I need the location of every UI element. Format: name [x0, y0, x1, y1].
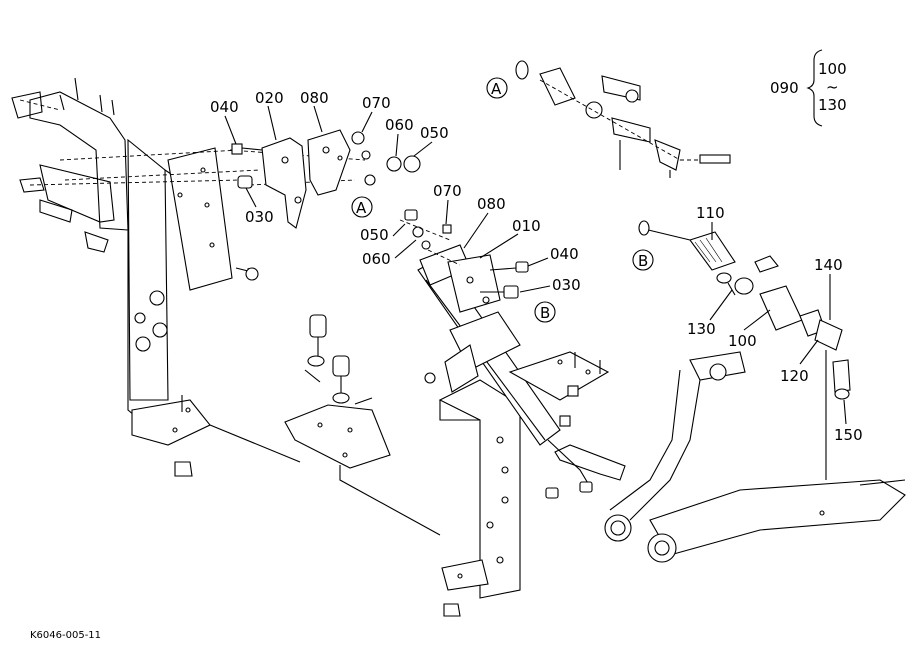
range-to-130: 130 — [818, 96, 847, 114]
label-010: 010 — [512, 217, 541, 235]
callout-a-mid: A — [351, 196, 373, 218]
label-060-mid: 060 — [362, 250, 391, 268]
label-040-left: 040 — [210, 98, 239, 116]
range-part-090: 090 — [770, 79, 799, 97]
range-label-090: 090 100 ~ 130 — [770, 49, 847, 127]
label-140: 140 — [814, 256, 843, 274]
svg-text:A: A — [356, 199, 367, 217]
svg-text:A: A — [491, 80, 502, 98]
callout-b-left: B — [534, 301, 556, 323]
label-080-mid: 080 — [477, 195, 506, 213]
label-040-mid: 040 — [550, 245, 579, 263]
label-050-left: 050 — [420, 124, 449, 142]
callouts: A A B B — [351, 77, 654, 323]
central-column-assembly — [399, 209, 626, 617]
label-130: 130 — [687, 320, 716, 338]
range-tilde: ~ — [826, 78, 839, 96]
label-120: 120 — [780, 367, 809, 385]
label-080-left: 080 — [300, 89, 329, 107]
label-050-mid: 050 — [360, 226, 389, 244]
label-150: 150 — [834, 426, 863, 444]
label-110: 110 — [696, 204, 725, 222]
label-070-left: 070 — [362, 94, 391, 112]
label-leaders — [224, 105, 847, 425]
range-from-100: 100 — [818, 60, 847, 78]
bracket-020-080 — [231, 129, 421, 229]
drawing-code: K6046-005-11 — [30, 630, 101, 641]
svg-text:B: B — [638, 252, 648, 270]
label-070-mid: 070 — [433, 182, 462, 200]
left-frame-assembly — [11, 77, 301, 477]
label-030-left: 030 — [245, 208, 274, 226]
callout-a-top: A — [486, 77, 508, 99]
middle-lower-plate — [284, 314, 441, 536]
svg-text:B: B — [540, 304, 550, 322]
right-linkage-b — [604, 220, 906, 563]
part-labels: 040 020 080 070 060 050 030 070 080 010 … — [210, 89, 863, 444]
label-060-left: 060 — [385, 116, 414, 134]
label-030-mid: 030 — [552, 276, 581, 294]
upper-linkage-a — [515, 60, 731, 178]
label-020: 020 — [255, 89, 284, 107]
label-100: 100 — [728, 332, 757, 350]
callout-b-right: B — [632, 249, 654, 271]
